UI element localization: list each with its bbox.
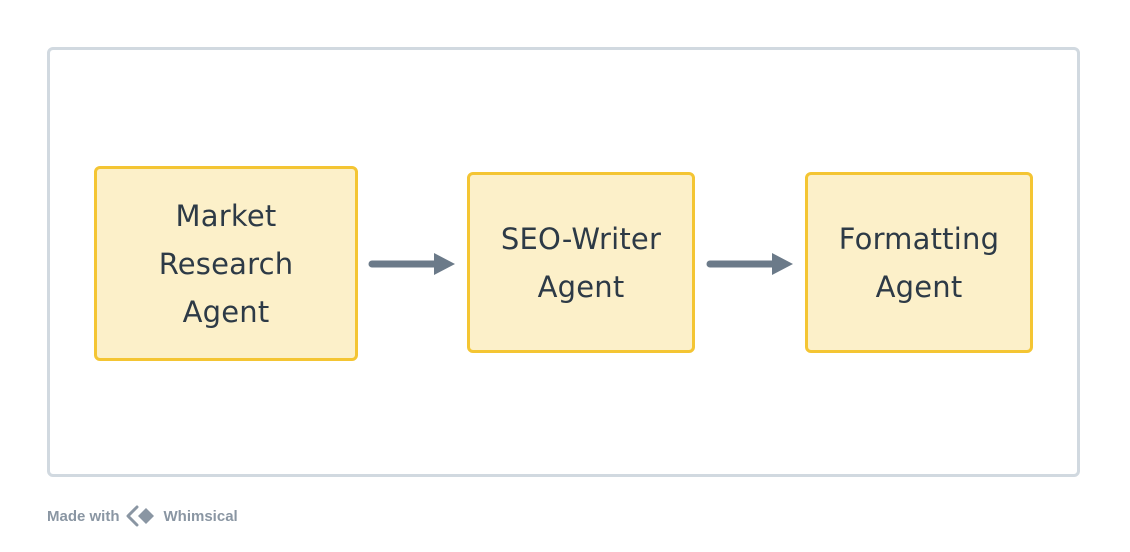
node-market-research-agent[interactable]: Market Research Agent bbox=[94, 166, 358, 361]
whimsical-logo-icon bbox=[126, 505, 154, 527]
node-formatting-agent[interactable]: Formatting Agent bbox=[805, 172, 1033, 353]
whimsical-brand: Whimsical bbox=[163, 507, 238, 525]
node-seo-writer-agent[interactable]: SEO-Writer Agent bbox=[467, 172, 695, 353]
made-with-label: Made with bbox=[47, 507, 120, 525]
made-with-footer[interactable]: Made with Whimsical bbox=[47, 505, 238, 527]
